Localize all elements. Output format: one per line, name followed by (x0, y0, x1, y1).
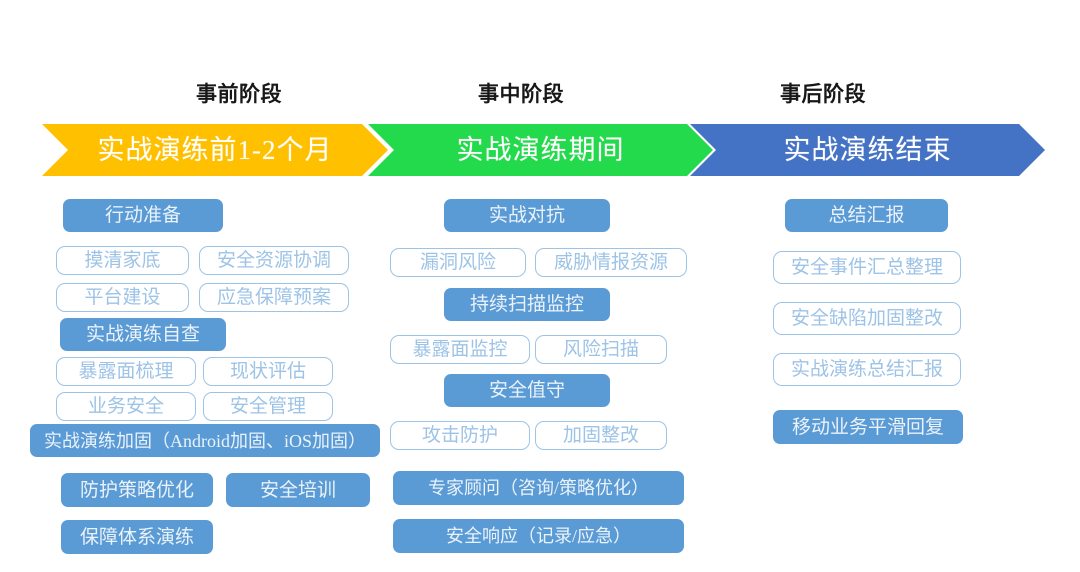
list-item[interactable]: 安全事件汇总整理 (773, 251, 961, 284)
chevron-shape-green (368, 124, 713, 176)
stage-caption-3: 事后阶段 (780, 83, 866, 106)
stage-banner-2[interactable]: 实战演练期间 (368, 124, 713, 176)
list-item[interactable]: 防护策略优化 (61, 473, 213, 507)
list-item[interactable]: 加固整改 (535, 421, 667, 450)
list-item[interactable]: 应急保障预案 (199, 283, 349, 312)
list-item[interactable]: 攻击防护 (390, 421, 530, 450)
list-item[interactable]: 保障体系演练 (61, 520, 213, 554)
stage-caption-1: 事前阶段 (196, 83, 282, 106)
list-item[interactable]: 专家顾问（咨询/策略优化） (393, 471, 684, 505)
list-item[interactable]: 安全值守 (444, 374, 610, 407)
list-item[interactable]: 业务安全 (56, 392, 196, 421)
list-item[interactable]: 实战对抗 (444, 199, 610, 232)
list-item[interactable]: 安全响应（记录/应急） (393, 519, 684, 553)
stage-banner-row: 实战演练前1-2个月 实战演练期间 实战演练结束 (0, 124, 1080, 176)
stage-banner-label-2: 实战演练期间 (456, 134, 625, 165)
stage-caption-2: 事中阶段 (478, 83, 564, 106)
list-item[interactable]: 安全管理 (203, 392, 333, 421)
stage-banner-3[interactable]: 实战演练结束 (690, 124, 1045, 176)
stage-banner-label-3: 实战演练结束 (783, 134, 952, 165)
list-item[interactable]: 移动业务平滑回复 (773, 410, 963, 444)
list-item[interactable]: 安全缺陷加固整改 (773, 302, 961, 335)
list-item[interactable]: 现状评估 (203, 357, 333, 386)
list-item[interactable]: 实战演练自查 (60, 318, 226, 351)
list-item[interactable]: 暴露面梳理 (56, 357, 196, 386)
list-item[interactable]: 行动准备 (63, 199, 223, 232)
list-item[interactable]: 实战演练加固（Android加固、iOS加固） (30, 424, 380, 457)
list-item[interactable]: 漏洞风险 (390, 248, 526, 277)
list-item[interactable]: 安全资源协调 (199, 246, 349, 275)
chevron-shape-yellow (42, 124, 388, 176)
list-item[interactable]: 持续扫描监控 (444, 288, 610, 321)
list-item[interactable]: 实战演练总结汇报 (773, 353, 961, 386)
list-item[interactable]: 摸清家底 (56, 246, 189, 275)
list-item[interactable]: 总结汇报 (785, 199, 948, 232)
list-item[interactable]: 暴露面监控 (390, 335, 530, 364)
list-item[interactable]: 风险扫描 (535, 335, 667, 364)
list-item[interactable]: 安全培训 (226, 473, 370, 507)
chevron-shape-blue (690, 124, 1045, 176)
list-item[interactable]: 威胁情报资源 (535, 248, 687, 277)
stage-banner-1[interactable]: 实战演练前1-2个月 (42, 124, 388, 176)
list-item[interactable]: 平台建设 (56, 283, 189, 312)
stage-banner-label-1: 实战演练前1-2个月 (97, 134, 333, 165)
